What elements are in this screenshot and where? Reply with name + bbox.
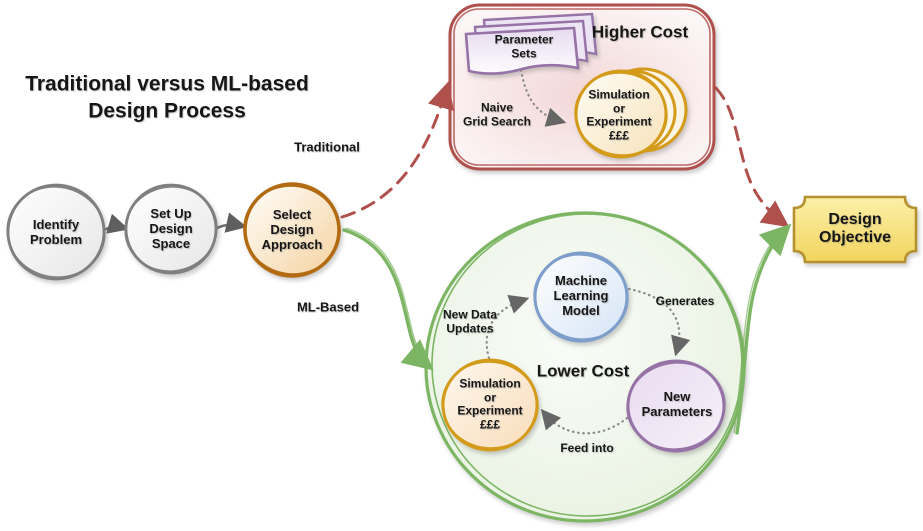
simulation-top-stack — [574, 67, 688, 159]
traditional-path-out-arrow — [714, 86, 790, 228]
node-simulation-bottom — [441, 358, 539, 452]
naive-grid-search-label: Naive Grid Search — [462, 100, 532, 128]
node-setup-design-space — [124, 183, 218, 275]
design-objective-label: Design Objective — [818, 210, 892, 246]
feed-into-label: Feed into — [560, 441, 614, 456]
parameter-sets-label: Parameter Sets — [494, 32, 554, 60]
node-machine-learning-model — [533, 251, 629, 343]
generates-label: Generates — [655, 294, 715, 309]
ml-path-out-arrow — [735, 223, 792, 435]
higher-cost-title: Higher Cost — [591, 22, 689, 42]
node-label-setup-design-space: Set Up Design Space — [149, 205, 193, 251]
new-data-updates-label: New Data Updates — [442, 307, 498, 335]
simulation-bottom-label: Simulation or Experiment £££ — [457, 376, 523, 432]
node-label-identify-problem: Identify Problem — [29, 217, 83, 247]
parameter-sets-stack — [464, 12, 598, 75]
flow-arrow-1 — [103, 213, 130, 234]
branch-label-ml-based: ML-Based — [296, 299, 360, 315]
new-data-dotted-arrow — [485, 294, 530, 360]
ml-path-in-arrow-echo — [345, 227, 429, 363]
node-new-parameters — [626, 359, 726, 453]
diagram-title: Traditional versus ML-based Design Proce… — [25, 72, 309, 123]
design-objective-plaque — [792, 195, 918, 264]
feed-into-dotted-arrow — [540, 408, 629, 435]
node-select-design-approach — [243, 182, 341, 278]
new-parameters-label: New Parameters — [641, 389, 713, 419]
node-label-select-design-approach: Select Design Approach — [261, 206, 323, 252]
generates-dotted-arrow — [627, 287, 691, 357]
node-identify-problem — [6, 183, 106, 281]
simulation-top-label: Simulation or Experiment £££ — [586, 87, 652, 143]
ml-model-label: Machine Learning Model — [553, 272, 609, 318]
ml-path-in-arrow — [342, 228, 434, 371]
grid-search-dotted-arrow — [519, 68, 567, 127]
lower-cost-title: Lower Cost — [536, 361, 630, 381]
flow-arrow-2 — [216, 212, 248, 233]
branch-label-traditional: Traditional — [294, 139, 360, 155]
